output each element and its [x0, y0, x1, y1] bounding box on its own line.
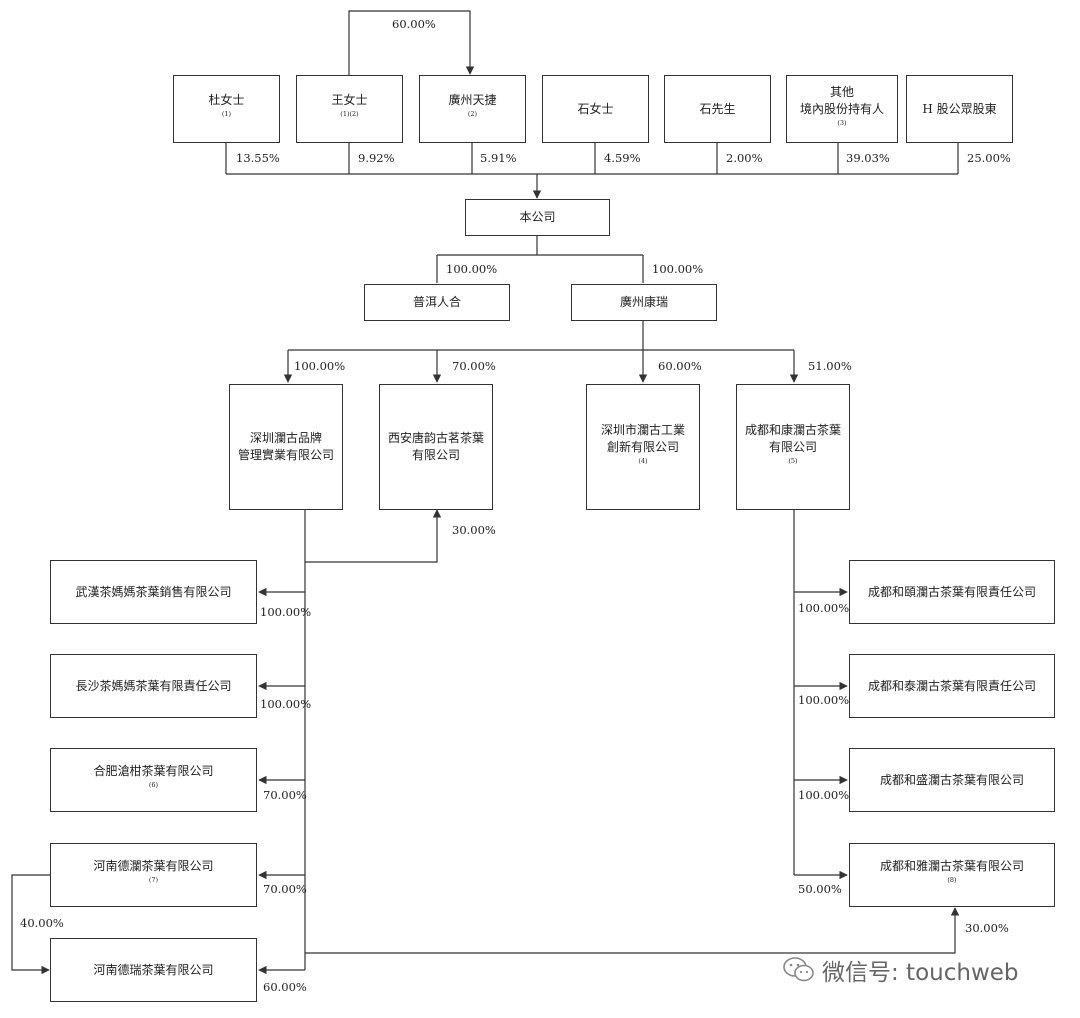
pct-kangrui: 100.00%: [652, 262, 704, 276]
shenzhen-industrial-line1: 深圳市瀾古工業: [600, 422, 685, 437]
shenzhen-industrial-box: 深圳市瀾古工業創新有限公司 (4): [586, 384, 700, 510]
puer-renhe-label: 普洱人合: [412, 295, 461, 309]
shareholder-tianjie: 廣州天捷 (2): [419, 75, 526, 143]
shenzhen-brand-line2: 管理實業有限公司: [237, 448, 334, 462]
guangzhou-kangrui-label: 廣州康瑞: [619, 295, 668, 309]
shareholder-shi-mr: 石先生: [664, 75, 771, 143]
shareholder-other-domestic: 其他境內股份持有人 (3): [786, 75, 898, 143]
note-ref: (1): [221, 110, 232, 118]
note-ref: (5): [788, 456, 798, 465]
chengdu-hekang-line1: 成都和康瀾古茶葉: [744, 422, 841, 437]
shareholder-shi-ms-label: 石女士: [577, 101, 614, 116]
pct-wuhan: 100.00%: [260, 605, 312, 619]
pct-chengdu-hekang: 51.00%: [808, 359, 852, 373]
pct-xian-extra: 30.00%: [452, 523, 496, 537]
pct-puer: 100.00%: [446, 262, 498, 276]
shenzhen-industrial-line2: 創新有限公司: [606, 439, 679, 454]
note-ref: (3): [837, 118, 847, 127]
shareholder-shi-ms: 石女士: [542, 75, 649, 143]
note-ref: (6): [148, 781, 159, 789]
shareholder-wang-label: 王女士: [331, 93, 368, 107]
wuhan-chamama-box: 武漢茶媽媽茶葉銷售有限公司: [50, 560, 257, 624]
watermark: 微信号: touchweb: [782, 950, 1019, 990]
shareholder-other-line2: 境內股份持有人: [799, 101, 884, 116]
watermark-text: 微信号: touchweb: [822, 960, 1019, 986]
shareholder-du-label: 杜女士: [208, 93, 245, 107]
note-ref: (1)(2): [340, 110, 359, 118]
pct-wang: 9.92%: [358, 151, 395, 165]
shareholder-du: 杜女士 (1): [173, 75, 280, 143]
henan-delan-label: 河南德瀾茶葉有限公司: [93, 859, 214, 873]
chengdu-heyi-label: 成都和頤瀾古茶葉有限責任公司: [867, 584, 1036, 599]
company-box: 本公司: [465, 199, 610, 236]
chengdu-hetai-box: 成都和泰瀾古茶葉有限責任公司: [849, 654, 1055, 718]
chengdu-hekang-box: 成都和康瀾古茶葉有限公司 (5): [736, 384, 850, 510]
pct-chengdu-heyi: 100.00%: [798, 601, 850, 615]
pct-henan-delan: 70.00%: [263, 882, 307, 896]
pct-delan-to-derui: 40.00%: [20, 916, 64, 930]
shareholder-shi-mr-label: 石先生: [699, 101, 736, 116]
note-ref: (7): [148, 876, 159, 884]
changsha-label: 長沙茶媽媽茶葉有限責任公司: [75, 678, 232, 693]
chengdu-hetai-label: 成都和泰瀾古茶葉有限責任公司: [867, 678, 1036, 693]
pct-xian: 70.00%: [452, 359, 496, 373]
henan-derui-label: 河南德瑞茶葉有限公司: [93, 962, 214, 977]
pct-shenzhen-brand: 100.00%: [294, 359, 346, 373]
pct-tianjie: 5.91%: [480, 151, 517, 165]
chengdu-heya-box: 成都和雅瀾古茶葉有限公司 (8): [849, 843, 1055, 907]
pct-changsha: 100.00%: [260, 697, 312, 711]
pct-h-share: 25.00%: [967, 151, 1011, 165]
pct-henan-derui: 60.00%: [263, 980, 307, 994]
hefei-label: 合肥滄柑茶葉有限公司: [93, 764, 214, 778]
pct-heya-extra: 30.00%: [965, 921, 1009, 935]
puer-renhe-box: 普洱人合: [364, 284, 510, 321]
note-ref: (4): [638, 456, 648, 465]
wang-to-tianjie-line: [348, 10, 475, 75]
shareholder-other-line1: 其他: [829, 84, 854, 99]
shareholder-h-share: H 股公眾股東: [906, 75, 1013, 143]
xian-line1: 西安唐韵古茗茶葉: [387, 431, 484, 445]
henan-delan-box: 河南德瀾茶葉有限公司 (7): [50, 843, 257, 907]
wechat-icon: [783, 957, 814, 982]
changsha-chamama-box: 長沙茶媽媽茶葉有限責任公司: [50, 654, 257, 718]
pct-chengdu-heya: 50.00%: [798, 882, 842, 896]
chengdu-hesheng-label: 成都和盛瀾古茶葉有限公司: [879, 772, 1024, 787]
xian-tangyun-box: 西安唐韵古茗茶葉有限公司: [379, 384, 493, 510]
shenzhen-brand-box: 深圳瀾古品牌管理實業有限公司: [229, 384, 343, 510]
henan-derui-box: 河南德瑞茶葉有限公司: [50, 938, 257, 1002]
pct-chengdu-hetai: 100.00%: [798, 693, 850, 707]
pct-chengdu-hesheng: 100.00%: [798, 788, 850, 802]
chengdu-hesheng-box: 成都和盛瀾古茶葉有限公司: [849, 748, 1055, 812]
xian-line2: 有限公司: [411, 448, 460, 462]
note-ref: (2): [467, 110, 478, 118]
pct-wang-to-tianjie: 60.00%: [392, 17, 436, 31]
chengdu-heya-label: 成都和雅瀾古茶葉有限公司: [879, 859, 1024, 873]
guangzhou-kangrui-box: 廣州康瑞: [571, 284, 717, 321]
pct-shenzhen-industrial: 60.00%: [658, 359, 702, 373]
chengdu-heyi-box: 成都和頤瀾古茶葉有限責任公司: [849, 560, 1055, 624]
note-ref: (8): [947, 876, 957, 884]
shareholder-tianjie-label: 廣州天捷: [448, 93, 497, 107]
wuhan-label: 武漢茶媽媽茶葉銷售有限公司: [75, 584, 232, 599]
shareholder-h-share-label: H 股公眾股東: [922, 101, 997, 116]
pct-shi-ms: 4.59%: [604, 151, 641, 165]
pct-du: 13.55%: [236, 151, 280, 165]
shenzhen-brand-line1: 深圳瀾古品牌: [249, 431, 322, 445]
pct-other: 39.03%: [846, 151, 890, 165]
company-label: 本公司: [519, 210, 556, 224]
chengdu-hekang-line2: 有限公司: [768, 439, 817, 454]
shareholder-wang: 王女士 (1)(2): [296, 75, 403, 143]
pct-shi-mr: 2.00%: [726, 151, 763, 165]
hefei-canggan-box: 合肥滄柑茶葉有限公司 (6): [50, 748, 257, 812]
pct-hefei: 70.00%: [263, 788, 307, 802]
